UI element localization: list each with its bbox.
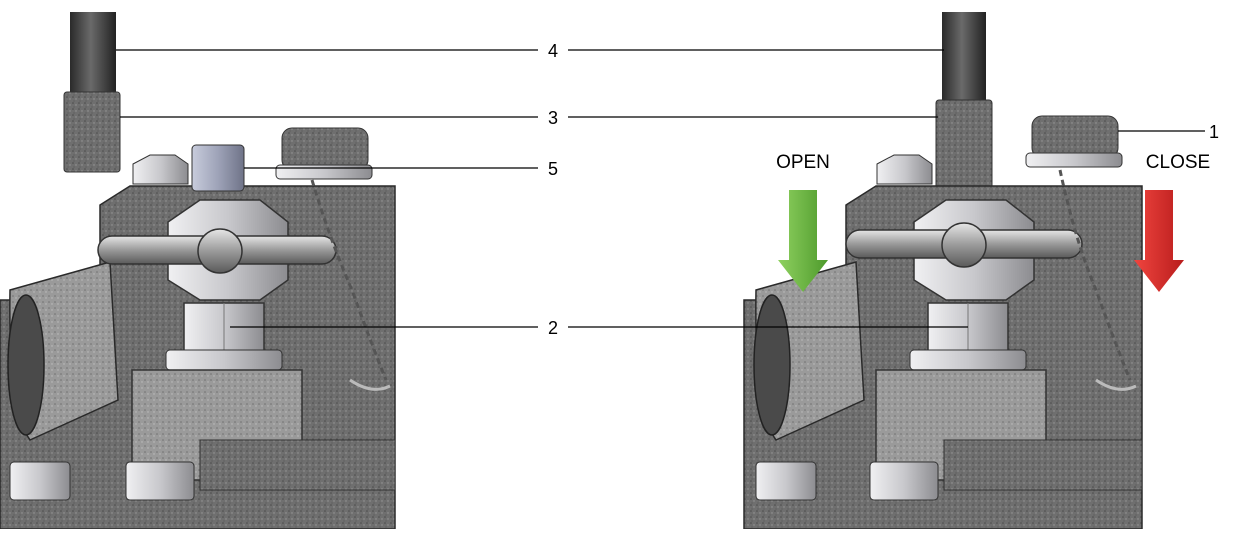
bottom-bolt-2-right [869, 461, 939, 501]
side-port-face-left [7, 294, 45, 436]
hose-right [942, 12, 986, 104]
hose-left [70, 12, 116, 94]
handle-hub-left [197, 228, 243, 274]
chain-left [310, 179, 388, 381]
bottom-bolt-1-right [755, 461, 817, 501]
valve-assembly-right [743, 12, 1184, 530]
open-arrow-icon [778, 190, 828, 292]
callout-3: 3 [548, 108, 558, 128]
side-port-face-right [753, 294, 791, 436]
chain-right [1058, 169, 1132, 381]
leader-lines [116, 49, 1205, 328]
bottom-bolt-1-left [9, 461, 71, 501]
valve-assembly-left [0, 12, 396, 530]
dust-cap-ring-left [275, 164, 373, 180]
dust-cap-left [281, 127, 369, 171]
hex-bolt-left-top [132, 154, 189, 185]
hex-bolt-right-top [876, 154, 933, 185]
bottom-bolt-2-left [125, 461, 195, 501]
callout-5: 5 [548, 159, 558, 179]
handle-hub-right [941, 222, 987, 268]
callout-4: 4 [548, 41, 558, 61]
callout-1: 1 [1209, 122, 1219, 142]
callout-2: 2 [548, 318, 558, 338]
base-plate-right [943, 439, 1143, 491]
washer-right [909, 349, 1027, 371]
open-label: OPEN [776, 152, 830, 173]
dust-cap-right [1031, 115, 1119, 159]
washer-left [165, 349, 283, 371]
close-arrow-icon [1134, 190, 1184, 292]
blue-cap-left [191, 144, 245, 192]
close-label: CLOSE [1146, 152, 1210, 173]
base-plate-left [199, 439, 396, 491]
sleeve-right [935, 99, 993, 191]
dust-cap-ring-right [1025, 152, 1123, 168]
sleeve-left [63, 91, 121, 173]
